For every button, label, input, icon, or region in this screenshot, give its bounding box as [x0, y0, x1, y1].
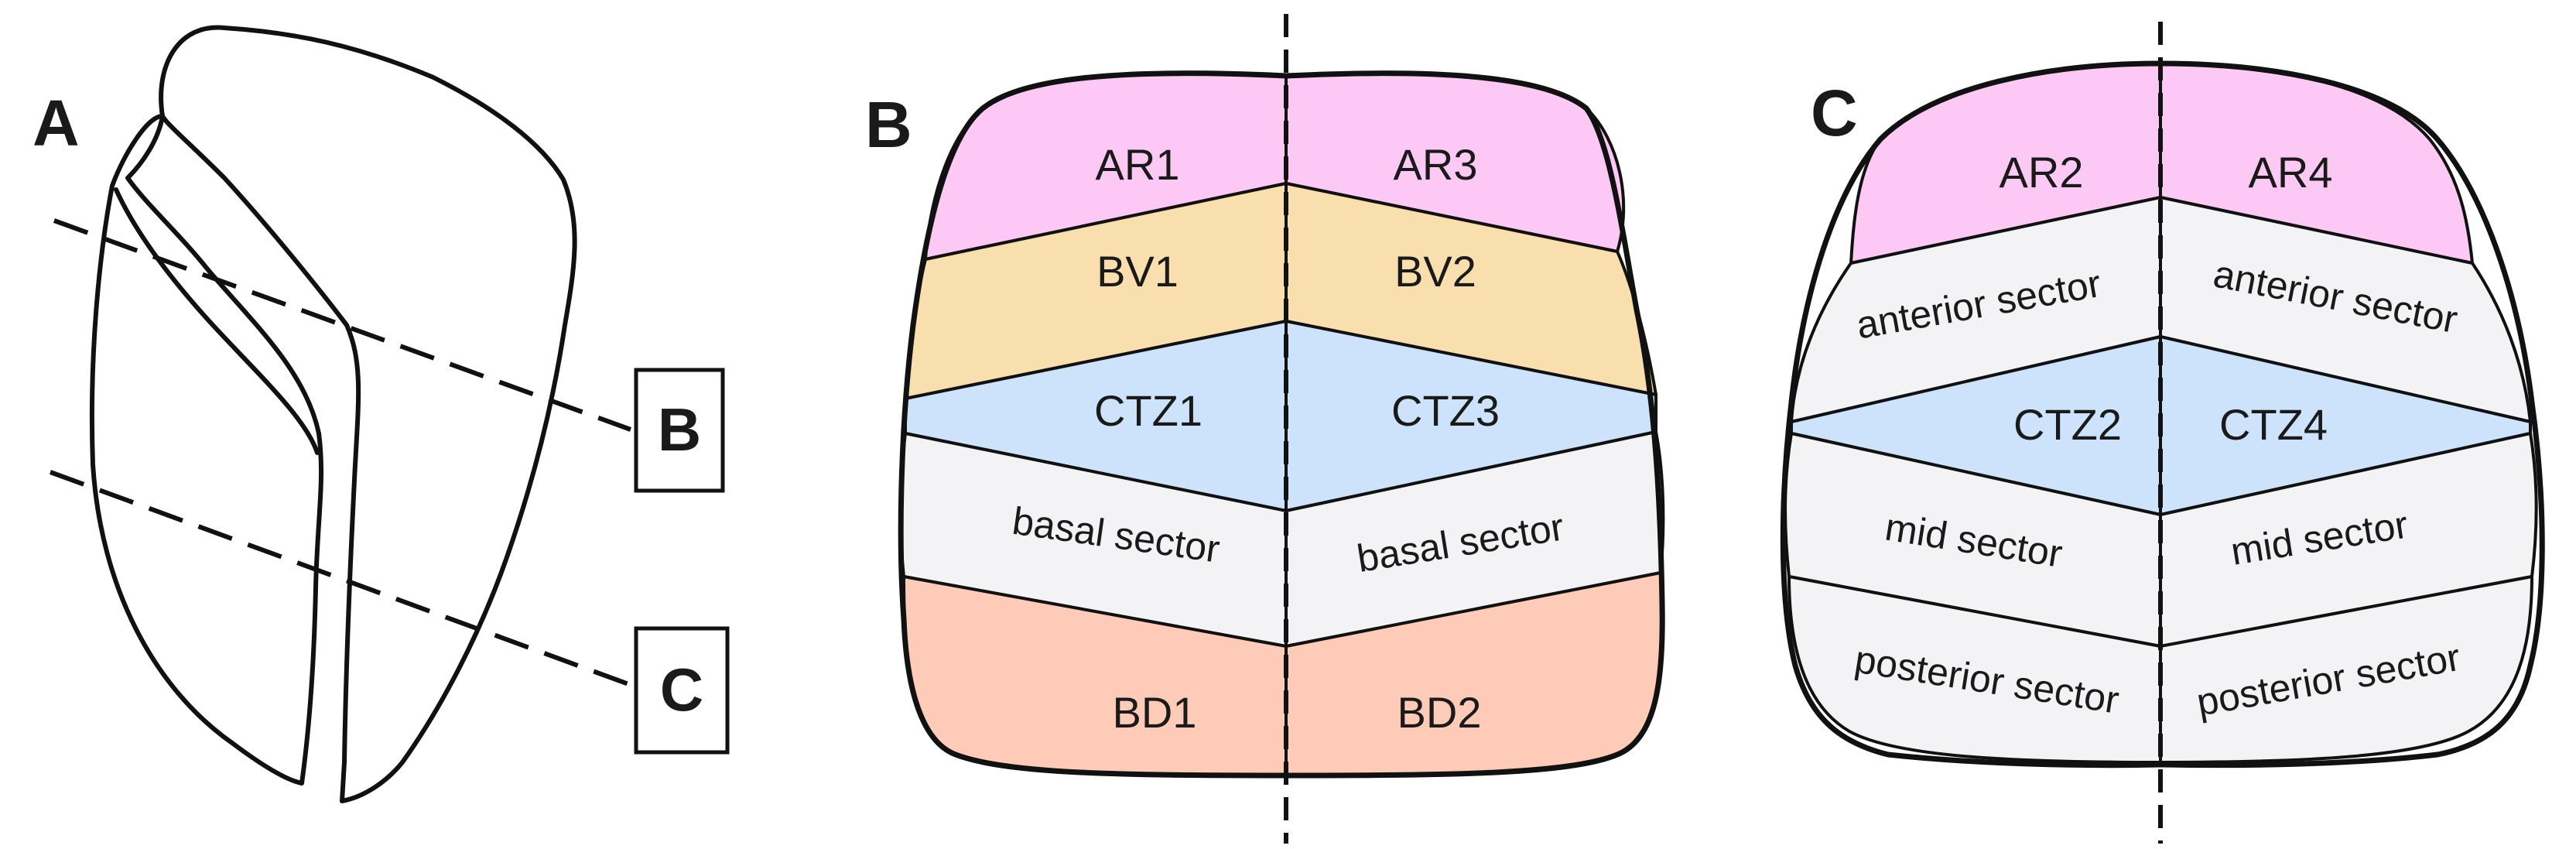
region-posterior-right [2159, 575, 2533, 764]
section-box-b: B [634, 368, 725, 493]
label-ctz2: CTZ2 [2013, 400, 2122, 449]
panel-c-letter: C [1811, 77, 1858, 149]
label-ar1: AR1 [1096, 140, 1180, 189]
region-posterior-left [1787, 575, 2162, 764]
panel-c-outline [1780, 60, 2545, 769]
lobe-seam [114, 187, 320, 455]
panel-c-regions [1784, 62, 2538, 764]
label-ctz3: CTZ3 [1391, 386, 1500, 435]
section-lines [49, 218, 632, 687]
panel-b-regions [898, 71, 1665, 777]
section-box-c-label: C [660, 656, 703, 724]
panel-c: C AR2 AR4 anterior sector anterior secto… [1780, 22, 2545, 844]
label-ctz1: CTZ1 [1094, 386, 1202, 435]
label-ar2: AR2 [2000, 148, 2084, 197]
label-ar3: AR3 [1394, 140, 1478, 189]
label-ctz4: CTZ4 [2219, 400, 2328, 449]
label-ar4: AR4 [2249, 148, 2333, 197]
section-line-b [53, 218, 632, 432]
section-box-b-label: B [658, 395, 701, 464]
panel-a-letter: A [32, 87, 80, 159]
label-bd2: BD2 [1397, 688, 1482, 737]
panel-a: A B C [32, 25, 730, 803]
section-line-c [49, 470, 632, 687]
panel-b: B AR1 AR3 BV1 BV2 CTZ1 CTZ3 basal sector… [865, 14, 1665, 844]
section-box-c: C [634, 626, 730, 755]
label-bv2: BV2 [1394, 247, 1476, 296]
panel-b-letter: B [865, 88, 912, 161]
prostate-side-view [89, 25, 577, 803]
posterior-lobe-outline [159, 25, 577, 803]
label-bd1: BD1 [1113, 688, 1197, 737]
label-bv1: BV1 [1096, 247, 1179, 296]
anterior-lobe-outline [89, 114, 324, 786]
